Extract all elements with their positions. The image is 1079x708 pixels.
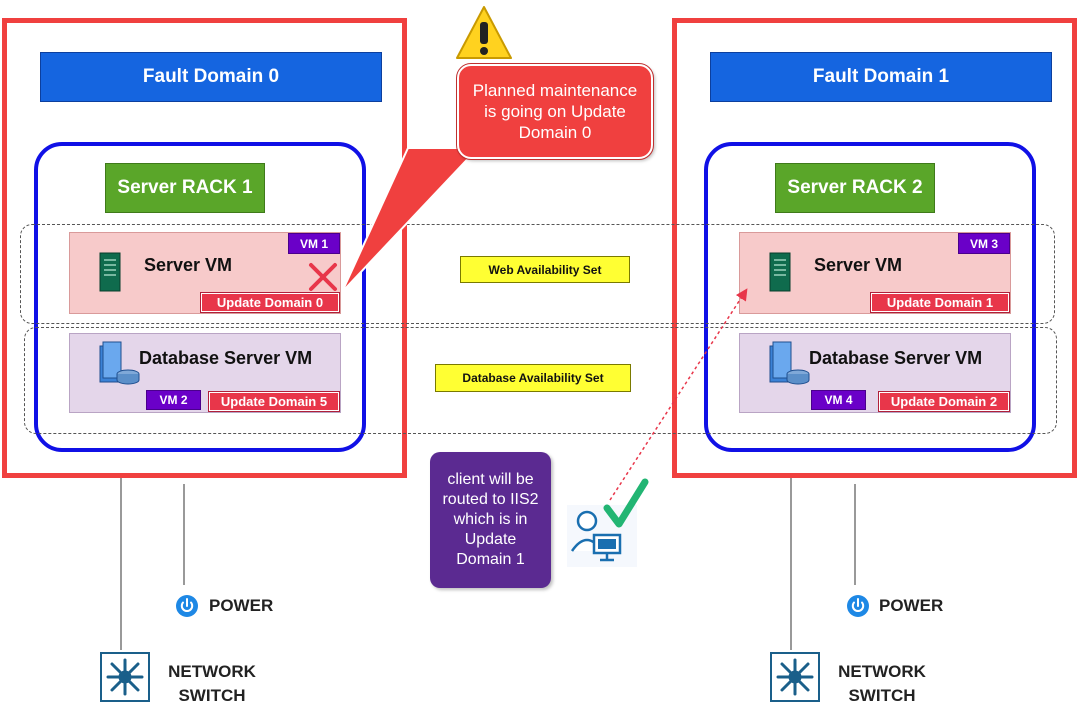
network-switch-label-right-line1: NETWORK [838,662,926,681]
x-mark-icon [309,263,337,291]
server-rack-1-title: Server RACK 1 [105,163,265,213]
network-switch-icon [770,652,820,702]
network-switch-label-right-line2: SWITCH [848,686,916,705]
update-domain-5-tag: Update Domain 5 [208,391,340,412]
database-server-icon [769,341,810,385]
database-availability-set-band [24,327,1057,434]
database-server-vm-2-title: Database Server VM [139,348,313,368]
server-rack-2-title: Server RACK 2 [775,163,935,213]
vm-2-tag: VM 2 [146,390,201,410]
vm-3-tag: VM 3 [958,233,1010,254]
fault-domain-0-title: Fault Domain 0 [40,52,382,102]
network-switch-label-right: NETWORK SWITCH [826,660,938,708]
fault-domain-1-title: Fault Domain 1 [710,52,1052,102]
database-server-icon [99,341,140,385]
server-vm-3-title: Server VM [814,255,903,275]
power-label-right: POWER [879,596,944,615]
vm-1-tag: VM 1 [288,233,340,254]
server-icon [769,252,791,292]
maintenance-callout: Planned maintenance is going on Update D… [456,63,654,160]
vm-4-tag: VM 4 [811,390,866,410]
power-icon [847,595,869,617]
database-server-vm-4: Database Server VM VM 4 Update Domain 2 [739,333,1011,413]
power-icon [176,595,198,617]
fault-domain-1 [672,18,1077,478]
server-icon [99,252,121,292]
web-availability-set-band [20,224,1055,324]
network-switch-label-left-line1: NETWORK [168,662,256,681]
server-vm-1-title: Server VM [144,255,233,275]
network-switch-label-left: NETWORK SWITCH [156,660,268,708]
server-rack-2 [704,142,1036,452]
client-routing-callout: client will be routed to IIS2 which is i… [430,452,551,588]
update-domain-0-tag: Update Domain 0 [200,292,340,313]
database-availability-set-label: Database Availability Set [435,364,631,392]
network-switch-icon [100,652,150,702]
web-availability-set-label: Web Availability Set [460,256,630,283]
check-mark-icon [603,478,649,528]
warning-icon [456,6,512,59]
update-domain-2-tag: Update Domain 2 [878,391,1010,412]
network-switch-label-left-line2: SWITCH [178,686,246,705]
database-server-vm-4-title: Database Server VM [809,348,983,368]
server-rack-1 [34,142,366,452]
server-vm-3: Server VM VM 3 Update Domain 1 [739,232,1011,314]
power-label-left: POWER [209,596,274,615]
update-domain-1-tag: Update Domain 1 [870,292,1010,313]
fault-domain-0 [2,18,407,478]
